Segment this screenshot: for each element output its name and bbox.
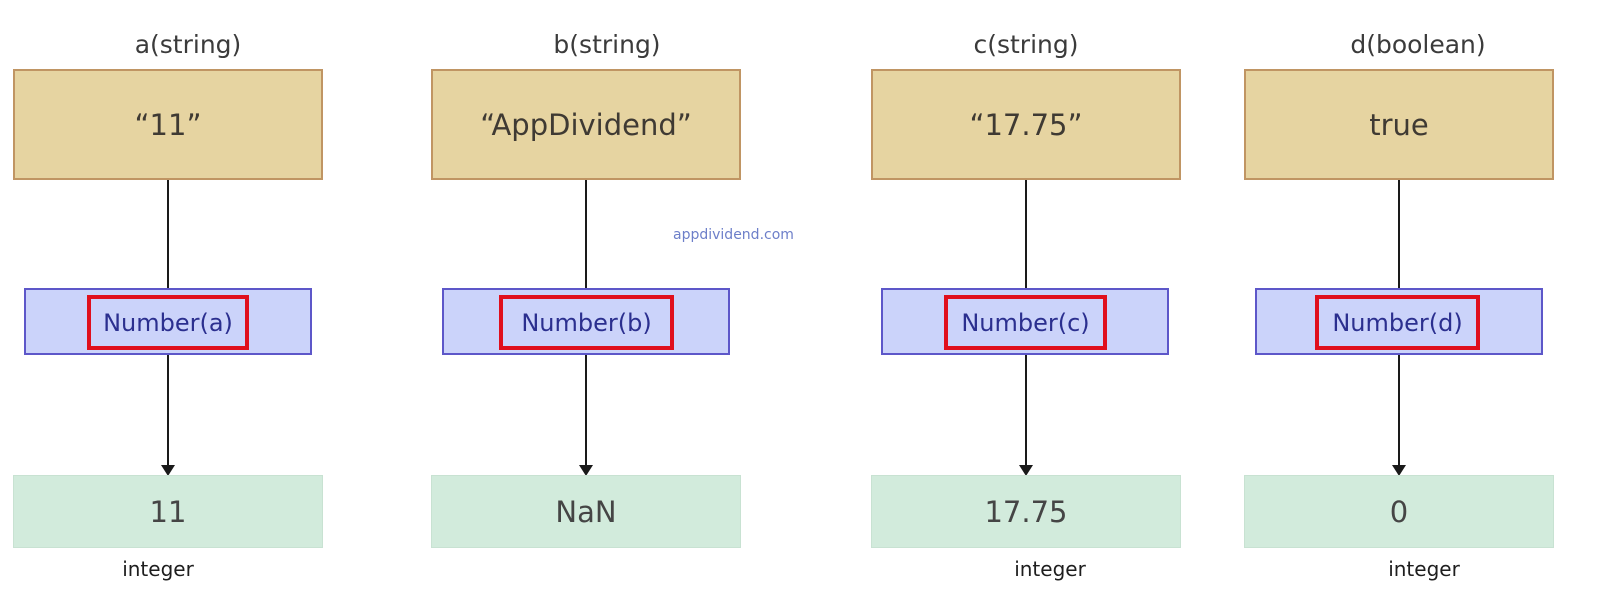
- type-label-d: integer: [1388, 557, 1460, 581]
- column-title-a: a(string): [134, 30, 242, 59]
- arrow-head-c: [1019, 465, 1033, 476]
- column-title-c: c(string): [973, 30, 1079, 59]
- input-box-b: “AppDividend”: [431, 69, 741, 180]
- function-box-c: [881, 288, 1169, 355]
- function-box-d: [1255, 288, 1543, 355]
- column-title-b: b(string): [553, 30, 661, 59]
- function-label-a: Number(a): [87, 295, 249, 350]
- function-box-b: [442, 288, 730, 355]
- input-box-a: “11”: [13, 69, 323, 180]
- connector-line-d-top: [1398, 180, 1400, 288]
- output-box-b: NaN: [431, 475, 741, 548]
- function-box-a: [24, 288, 312, 355]
- connector-line-c-bottom: [1025, 355, 1027, 465]
- type-label-a: integer: [122, 557, 194, 581]
- output-box-a: 11: [13, 475, 323, 548]
- output-box-c: 17.75: [871, 475, 1181, 548]
- column-title-d: d(boolean): [1350, 30, 1486, 59]
- function-label-d: Number(d): [1315, 295, 1480, 350]
- connector-line-b-top: [585, 180, 587, 288]
- input-box-d: true: [1244, 69, 1554, 180]
- connector-line-a-bottom: [167, 355, 169, 465]
- connector-line-c-top: [1025, 180, 1027, 288]
- arrow-head-a: [161, 465, 175, 476]
- function-label-b: Number(b): [499, 295, 674, 350]
- type-label-b: [486, 555, 686, 583]
- arrow-head-d: [1392, 465, 1406, 476]
- connector-line-a-top: [167, 180, 169, 288]
- function-label-c: Number(c): [944, 295, 1107, 350]
- type-label-c: integer: [1014, 557, 1086, 581]
- input-box-c: “17.75”: [871, 69, 1181, 180]
- connector-line-b-bottom: [585, 355, 587, 465]
- arrow-head-b: [579, 465, 593, 476]
- output-box-d: 0: [1244, 475, 1554, 548]
- watermark-text: appdividend.com: [673, 227, 794, 243]
- connector-line-d-bottom: [1398, 355, 1400, 465]
